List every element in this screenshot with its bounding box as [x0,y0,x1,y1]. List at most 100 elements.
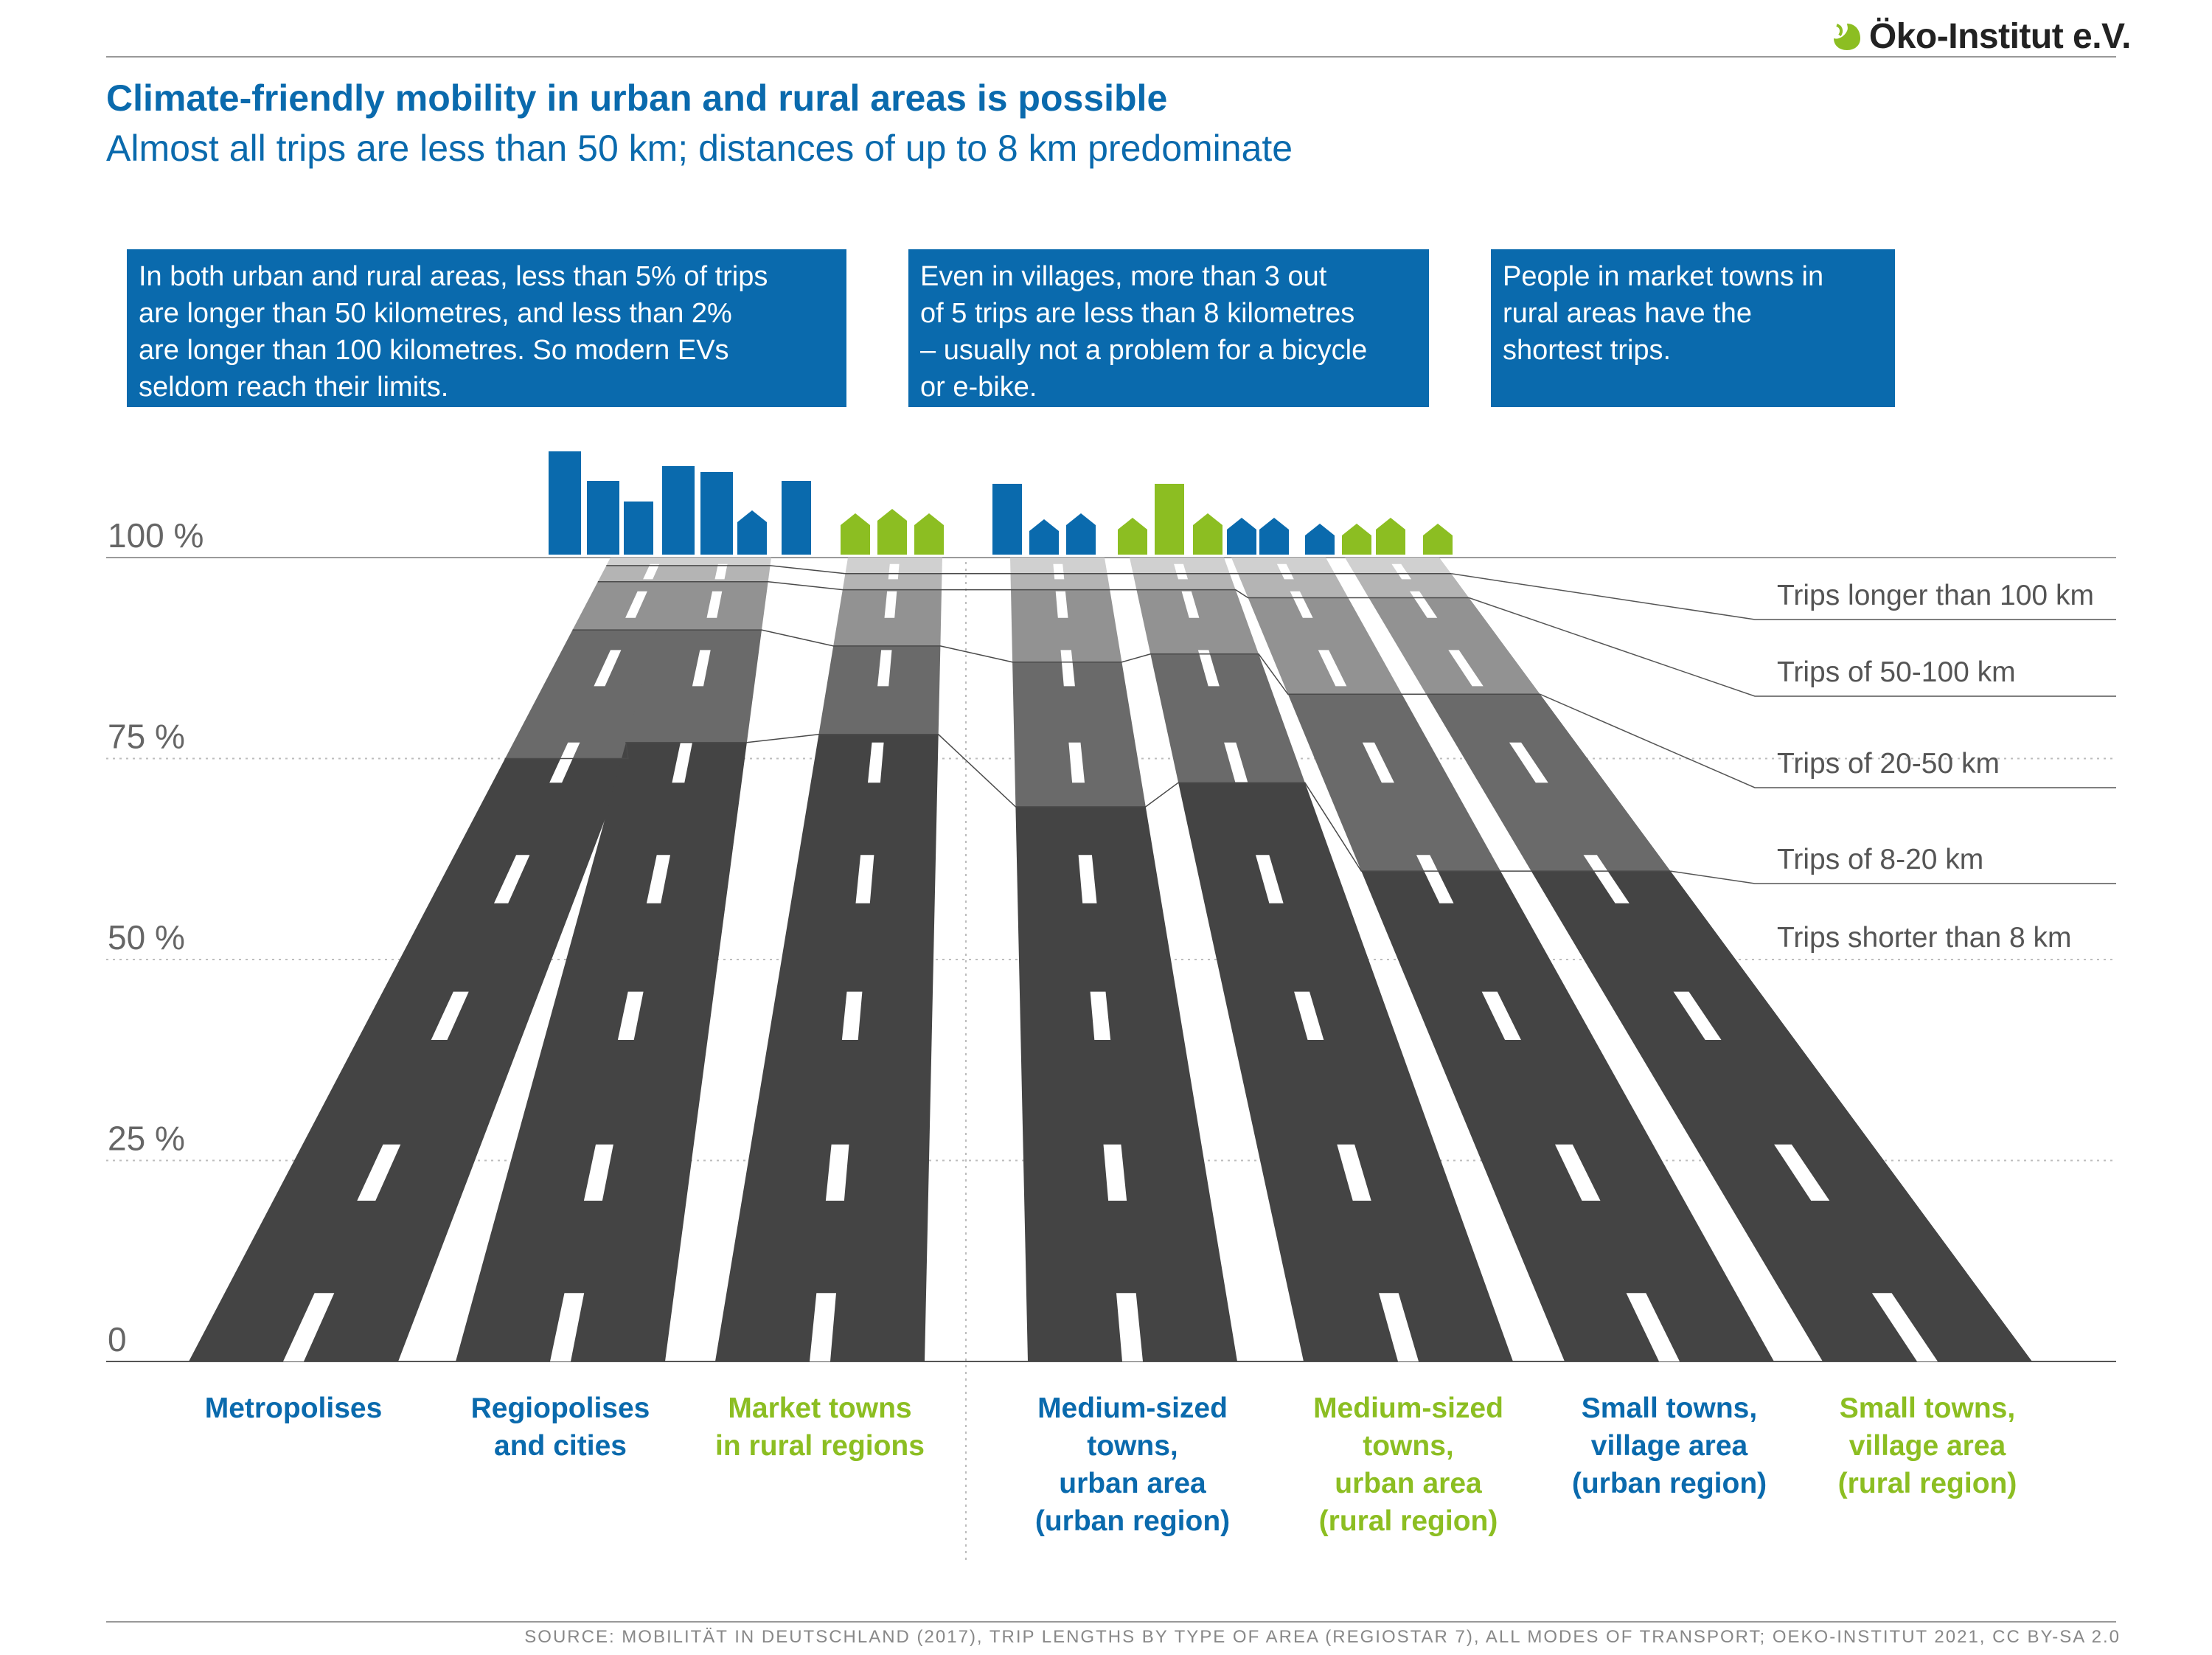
building-icon [1227,518,1256,555]
callout-line: are longer than 100 kilometres. So moder… [139,335,729,366]
building-icon [1118,518,1147,555]
category-label-line: urban area [1335,1468,1482,1499]
category-label-line: Market towns [728,1392,912,1424]
lane-marking [1416,855,1454,903]
road-segment [842,573,942,590]
y-tick-label: 75 % [108,718,185,756]
lane-marking [1626,1293,1680,1361]
lane-marking [1068,742,1085,783]
page-title: Climate-friendly mobility in urban and r… [106,77,1168,119]
building-icon [877,509,907,555]
building-icon [914,513,944,555]
lane-marking [1774,1144,1830,1201]
lane-marking [855,855,874,903]
road-segment [189,758,628,1361]
callout-line: shortest trips. [1503,335,1672,366]
band-boundary-line [572,629,1540,695]
lane-marking [494,855,530,903]
callout-line: – usually not a problem for a bicycle [920,335,1368,366]
callout-line: are longer than 50 kilometres, and less … [139,298,732,329]
callout-line: Even in villages, more than 3 out [920,261,1327,292]
y-tick-label: 0 [108,1320,127,1359]
lane-marking [594,650,622,687]
lane-marking [1224,742,1248,783]
lane-marking [868,742,884,783]
building-icon [1066,513,1096,555]
lane-marking [1337,1144,1371,1201]
building-icon [782,481,811,555]
category-label-line: and cities [494,1430,627,1462]
lane-marking [1090,991,1111,1040]
building-icon [587,481,619,555]
lane-marking [1116,1293,1143,1361]
bottom-divider [106,1621,2116,1623]
category-label-line: Regiopolises [470,1392,650,1424]
road-segment [818,645,941,735]
lane-marking [1481,991,1521,1040]
band-boundary-line [606,565,1452,575]
lane-marking [1555,1144,1601,1201]
category-label: Regiopolises and cities [435,1389,686,1465]
source-note: SOURCE: MOBILITÄT IN DEUTSCHLAND (2017),… [524,1627,2121,1647]
building-icon [992,484,1022,555]
road-segment [1015,806,1237,1361]
lane-marking [1318,650,1347,687]
lane-marking [1448,650,1484,687]
callout-line: rural areas have the [1503,298,1752,329]
lane-marking [810,1293,836,1361]
road-segment [1133,573,1236,590]
lane-marking [1181,591,1200,618]
road-segment [1368,597,1540,695]
legend-label: Trips longer than 100 km [1777,580,2094,611]
lane-marking [550,1293,585,1361]
lane-marking [714,563,728,580]
building-icon [1376,518,1405,555]
category-label-line: in rural regions [715,1430,925,1462]
category-label-line: (rural region) [1318,1505,1498,1537]
lane-marking [1276,563,1294,580]
road-segment [675,558,771,566]
legend-label: Trips shorter than 8 km [1777,922,2072,954]
lane-marking [888,563,900,580]
lane-marking [1379,1293,1419,1361]
callout-line: In both urban and rural areas, less than… [139,261,768,292]
legend-leader-line [1450,573,2116,620]
lane-marking [283,1293,335,1361]
legend-label: Trips of 20-50 km [1777,748,2000,780]
lane-marking [1509,742,1548,783]
road-segment [1287,694,1501,872]
leaf-icon [1833,23,1860,50]
lane-marking [1391,563,1412,580]
legend-leader-line [1540,693,2116,788]
y-tick-label: 50 % [108,918,185,957]
lane-marking [884,591,897,618]
category-label: Metropolises [168,1389,419,1427]
callout-box: Even in villages, more than 3 out of 5 t… [908,249,1429,407]
building-icon [1259,518,1289,555]
category-label-line: Medium-sized [1037,1392,1228,1424]
category-label-line: village area [1848,1430,2006,1462]
category-label-line: Small towns, [1581,1392,1758,1424]
lane-marking [692,650,711,687]
logo: Öko-Institut e.V. [1831,16,2132,57]
category-label: Small towns,village area(rural region) [1802,1389,2053,1502]
building-icon [1423,524,1453,555]
road-segment [1426,694,1671,872]
road-segment [1011,589,1122,662]
category-label-line: towns, [1363,1430,1454,1462]
lane-marking [1078,855,1097,903]
road-segment [1178,783,1513,1361]
category-label-line: Medium-sized [1313,1392,1503,1424]
top-divider [106,56,2116,58]
callout-line: People in market towns in [1503,261,1824,292]
legend-leader-line [1468,597,2116,697]
page-subtitle: Almost all trips are less than 50 km; di… [106,128,1293,169]
building-icon [1193,513,1222,555]
y-tick-label: 25 % [108,1120,185,1158]
lane-marking [841,991,863,1040]
logo-text: Öko-Institut e.V. [1868,17,2132,56]
callout-line: or e-bike. [920,372,1037,403]
lane-marking [1060,650,1075,687]
building-icon [662,466,695,555]
